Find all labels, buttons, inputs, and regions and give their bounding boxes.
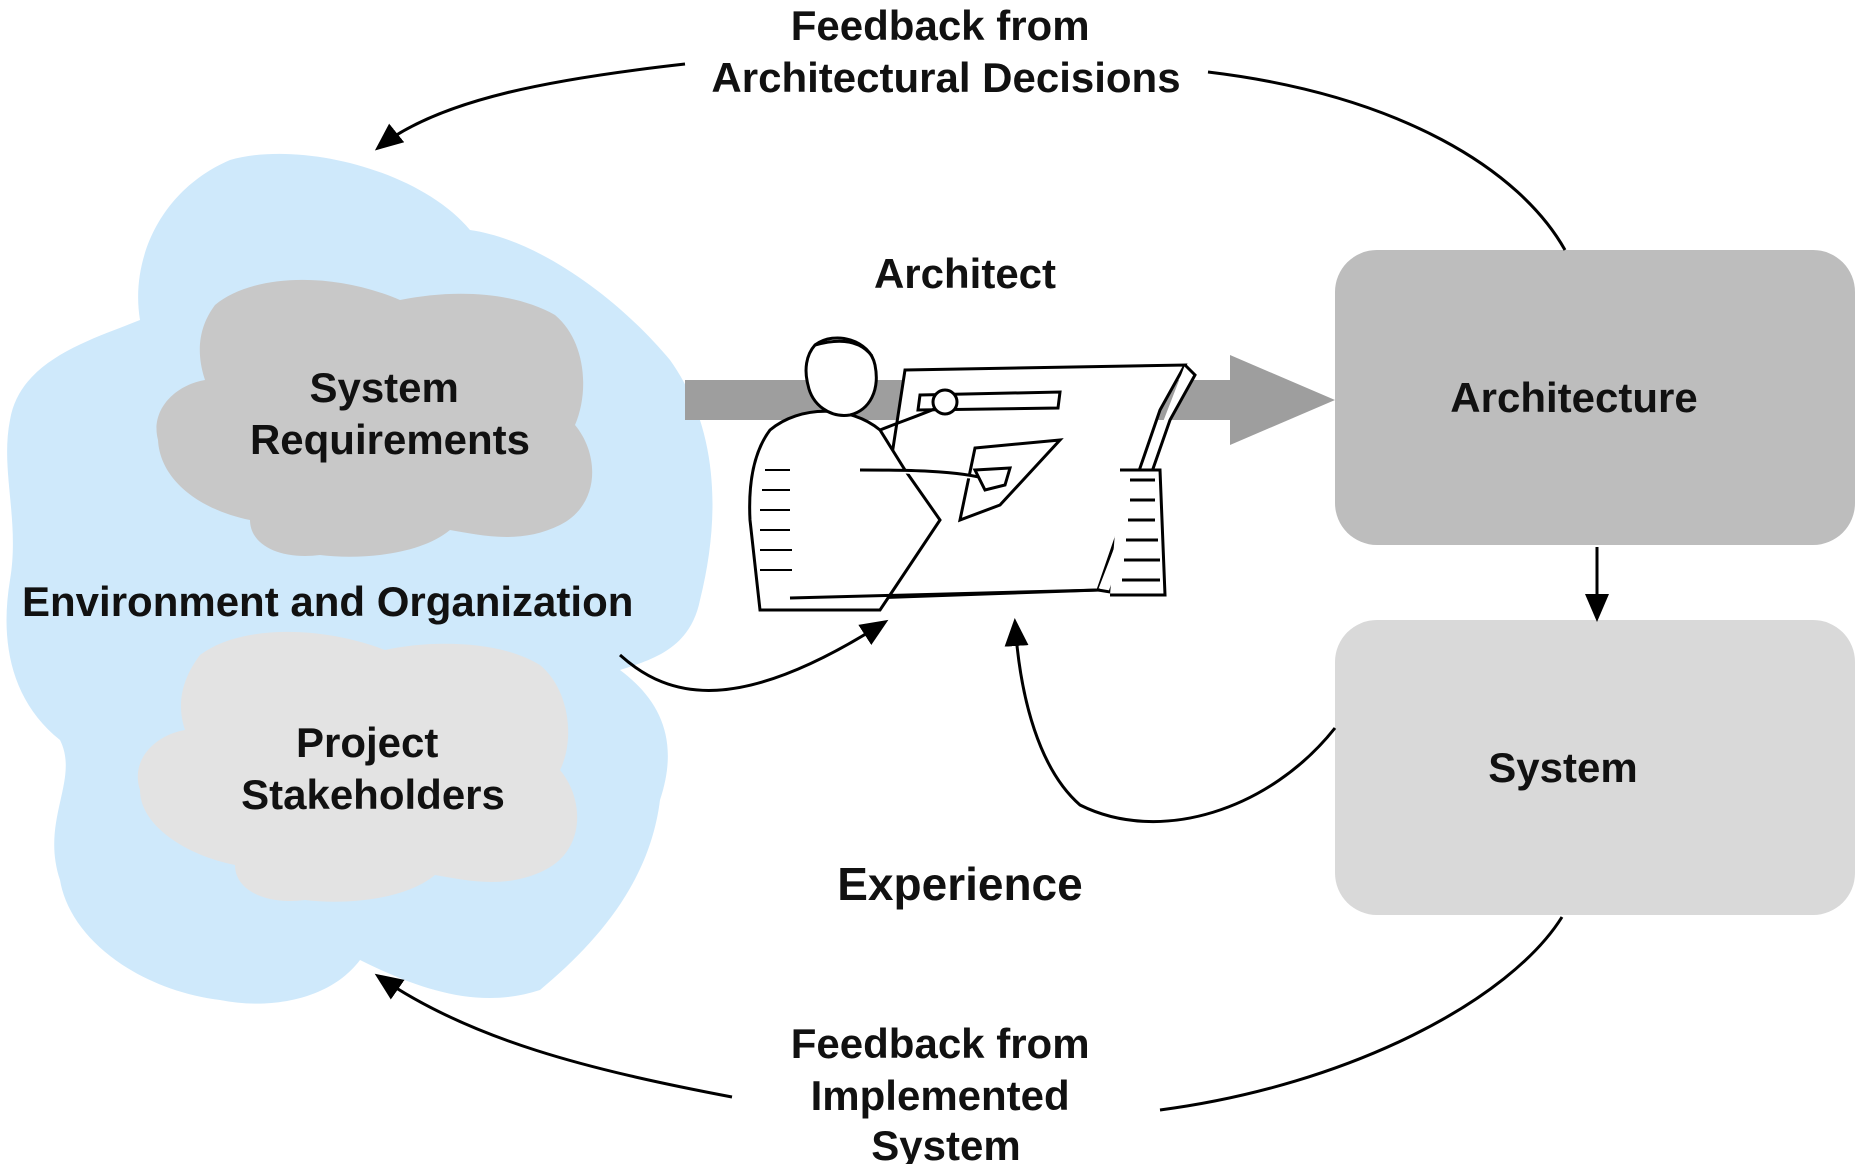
architecture-box [1335, 250, 1855, 545]
feedback-architectural-label: Feedback from Architectural Decisions [711, 2, 1180, 101]
project-stakeholders-label: Project Stakeholders [241, 719, 505, 818]
project-stakeholders-cloud [137, 631, 578, 902]
experience-label: Experience [837, 858, 1082, 910]
system-requirements-label: System Requirements [250, 364, 530, 463]
feedback-implemented-arrow [374, 973, 733, 1099]
feedback-architectural-connector [1207, 70, 1567, 251]
feedback-implemented-connector [1159, 916, 1564, 1112]
system-requirements-cloud [156, 279, 593, 557]
architect-at-drafting-table-icon [748, 336, 1197, 612]
feedback-implemented-label: Feedback from Implemented System [791, 1020, 1101, 1164]
architecture-label: Architecture [1450, 374, 1697, 421]
environment-to-architect-arrow [618, 619, 889, 692]
system-box [1335, 620, 1855, 915]
feedback-architectural-arrow [374, 62, 686, 151]
environment-label: Environment and Organization [22, 578, 633, 625]
system-label: System [1488, 744, 1637, 791]
experience-arrow [1004, 618, 1337, 824]
architect-label: Architect [874, 250, 1056, 297]
